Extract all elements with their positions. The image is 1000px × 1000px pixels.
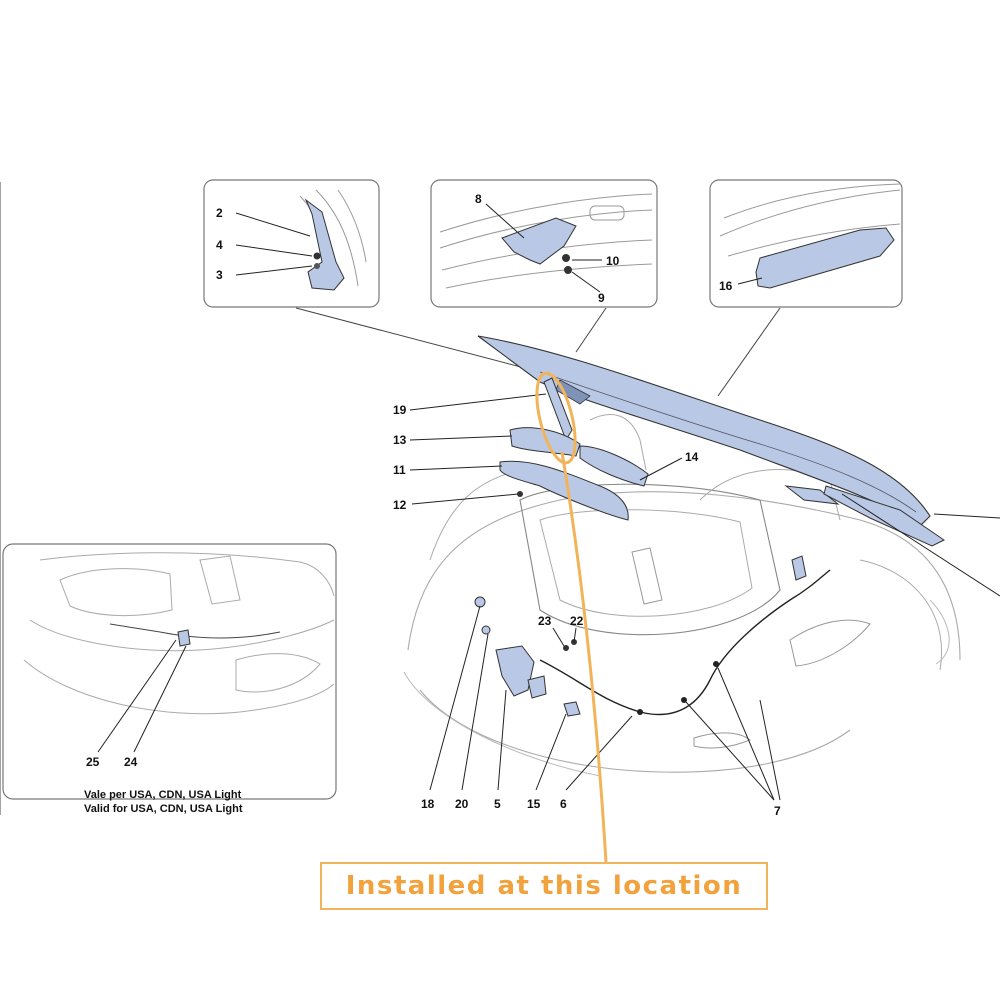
leader-line [295, 307, 541, 373]
banner-text: Installed at this location [345, 871, 743, 901]
callout-16: 16 [719, 279, 733, 293]
body-contour [407, 491, 961, 661]
callout-5: 5 [494, 797, 501, 811]
main-assembly: 19 13 11 12 14 23 22 18 20 5 15 6 7 [393, 335, 1000, 818]
callout-18: 18 [421, 797, 435, 811]
callout-4: 4 [216, 238, 223, 252]
callout-19: 19 [393, 403, 407, 417]
leader-line [717, 307, 781, 397]
clip-part [517, 491, 523, 497]
callout-24: 24 [124, 755, 138, 769]
leader-line [575, 307, 607, 353]
install-location-banner: Installed at this location [320, 862, 768, 910]
callout-12: 12 [393, 498, 407, 512]
nut-part [564, 266, 572, 274]
inset-frame [2, 543, 337, 800]
callout-8: 8 [475, 192, 482, 206]
variant-note-en: Valid for USA, CDN, USA Light [84, 803, 243, 815]
switch-part [177, 629, 191, 647]
callout-11: 11 [393, 463, 406, 477]
detail-box-hinge: 2 4 3 [203, 179, 380, 308]
callout-6: 6 [560, 797, 567, 811]
bumper-part [481, 625, 491, 635]
nut-part [562, 254, 570, 262]
highlight-pointer [560, 451, 608, 863]
detail-box-frame [203, 179, 380, 308]
detail-box-seal: 16 [709, 179, 903, 308]
duct-part [509, 427, 581, 457]
callout-22: 22 [570, 614, 584, 628]
callout-2: 2 [216, 206, 223, 220]
callout-9: 9 [598, 291, 605, 305]
callout-7: 7 [774, 804, 781, 818]
release-cable [539, 569, 831, 716]
callout-13: 13 [393, 433, 407, 447]
bracket-part [501, 217, 577, 265]
callout-25: 25 [86, 755, 100, 769]
bumper-part [474, 596, 486, 608]
duct-part [579, 445, 649, 487]
sensor-part [791, 555, 807, 581]
callout-14: 14 [685, 450, 699, 464]
trunk-opening [519, 483, 781, 636]
callout-15: 15 [527, 797, 541, 811]
hood-insulation-part [477, 335, 931, 527]
nut-part [314, 263, 320, 269]
duct-part [499, 460, 629, 521]
latch-part [495, 645, 535, 697]
seal-part [755, 227, 895, 289]
seal-strip-part [784, 485, 840, 505]
callout-23: 23 [538, 614, 552, 628]
callout-10: 10 [606, 254, 620, 268]
install-location-highlight [535, 371, 608, 863]
variant-note-it: Vale per USA, CDN, USA Light [84, 789, 242, 801]
detail-box-bracket: 8 10 9 [430, 179, 658, 308]
screw-part [313, 252, 321, 260]
seal-strip-part [823, 485, 945, 547]
inset-cable [109, 623, 281, 639]
clip-part [563, 701, 581, 717]
strut-part [543, 377, 573, 442]
callout-20: 20 [455, 797, 469, 811]
callout-3: 3 [216, 268, 223, 282]
highlight-ring [535, 371, 577, 465]
inset-usa-variant: 25 24 Vale per USA, CDN, USA Light Valid… [2, 543, 337, 815]
